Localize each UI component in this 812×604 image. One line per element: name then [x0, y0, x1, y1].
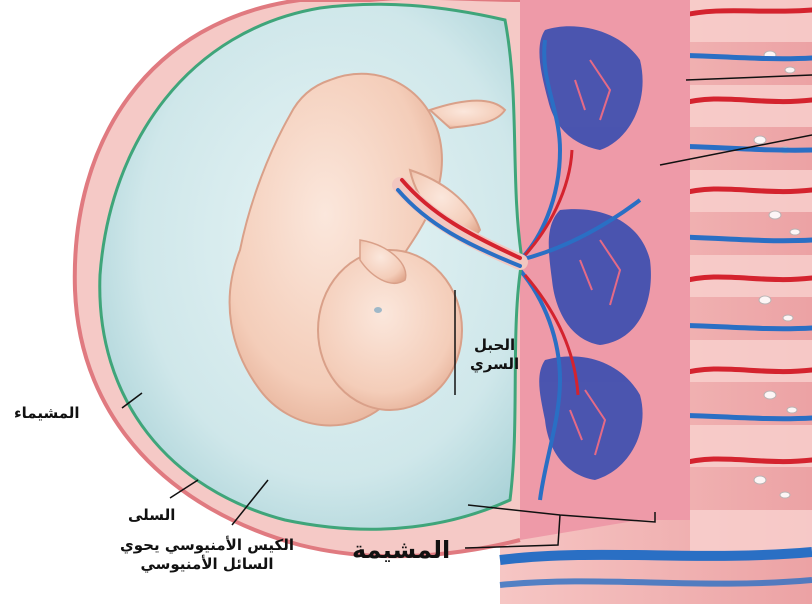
label-amniotic-sac-line1: الكيس الأمنيوسي يحوي [120, 536, 294, 555]
label-placenta: المشيمة [352, 535, 450, 565]
label-chorion: المشيماء [14, 404, 80, 423]
label-amniotic-sac: الكيس الأمنيوسي يحوي السائل الأمنيوسي [120, 536, 294, 574]
placenta-villi [505, 0, 690, 540]
label-amniotic-sac-line2: السائل الأمنيوسي [120, 555, 294, 574]
label-amnion: السلى [128, 506, 175, 525]
label-umbilical-cord: الحبل السري [470, 336, 519, 374]
label-umbilical-cord-line2: السري [470, 355, 519, 374]
label-umbilical-cord-line1: الحبل [470, 336, 519, 355]
